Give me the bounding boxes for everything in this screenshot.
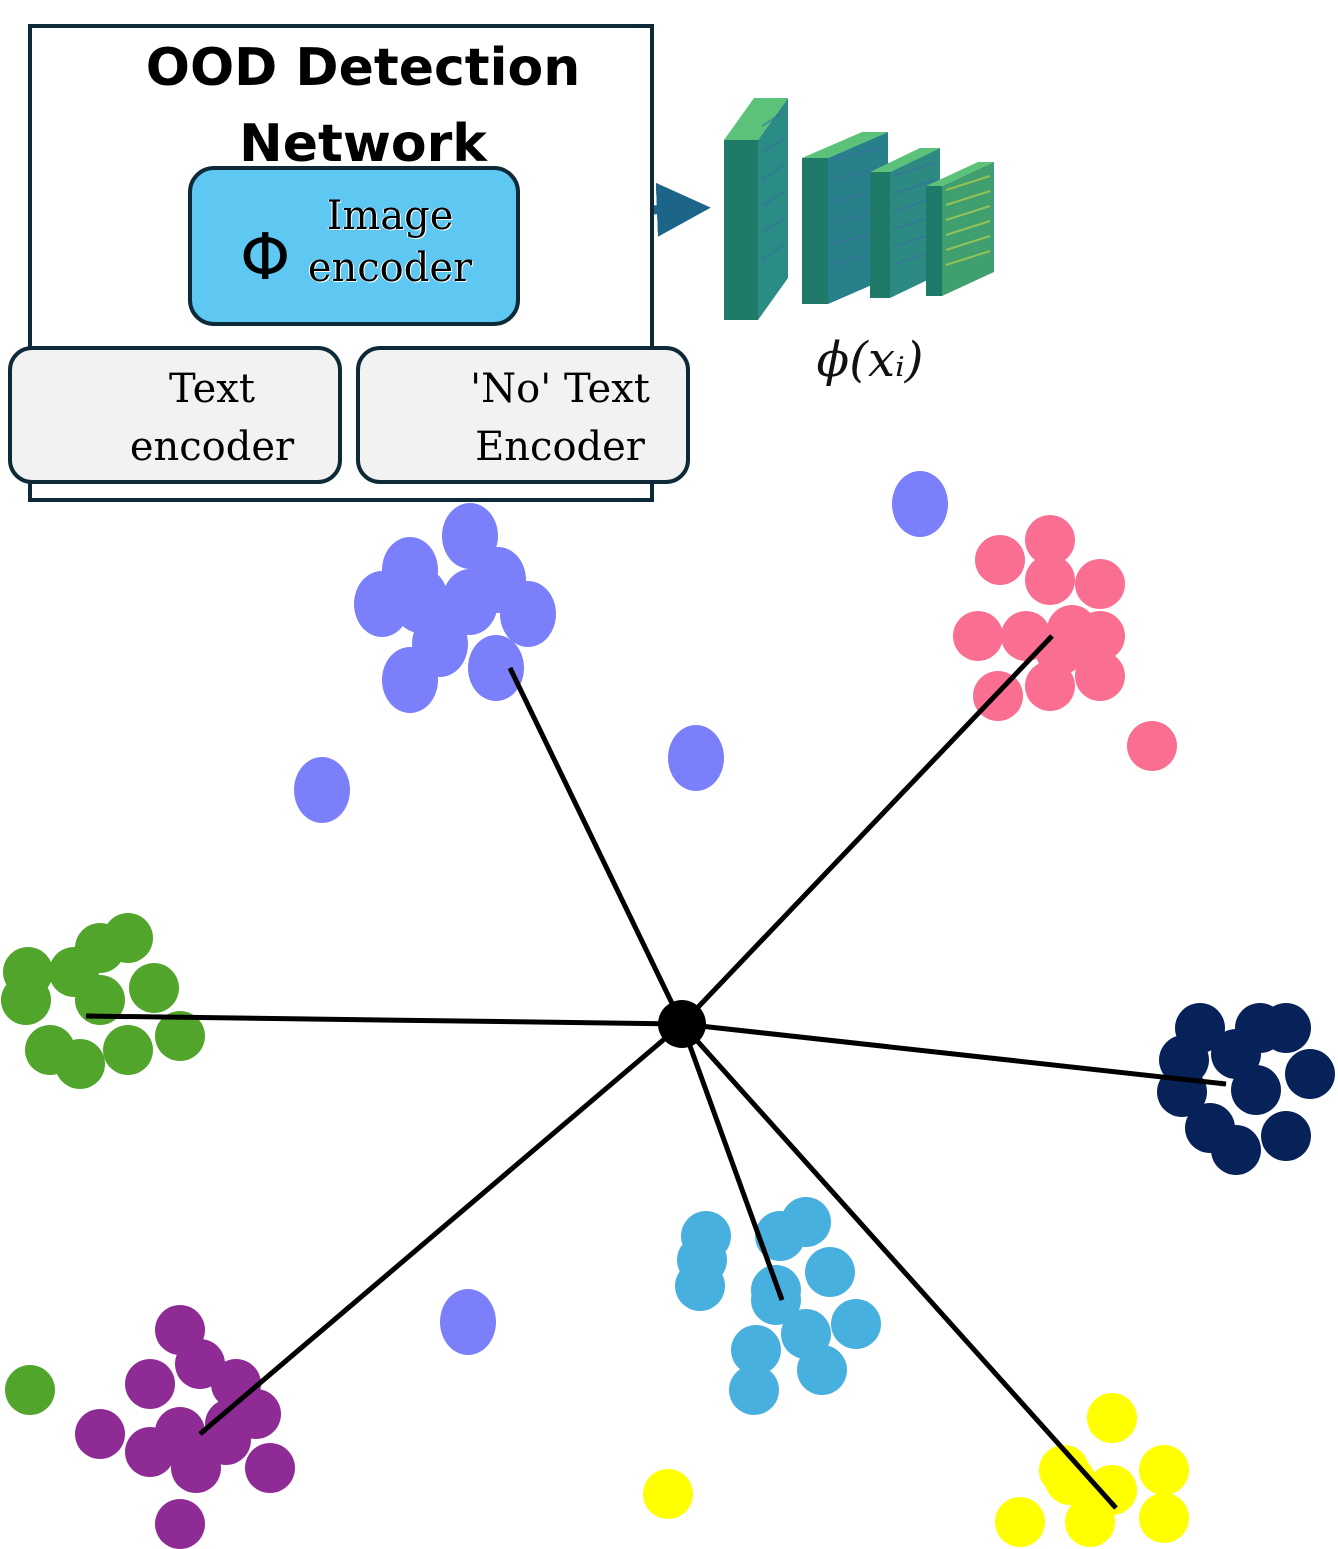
cluster-point [1087,1393,1137,1443]
cluster-point [1285,1049,1335,1099]
cluster-point [1075,559,1125,609]
cluster-point [125,1359,175,1409]
cluster-point [155,1499,205,1549]
feature-maps-stack [724,98,994,320]
image-encoder-symbol: Φ [240,221,291,295]
cluster-point [1211,1125,1261,1175]
cluster-point [75,1409,125,1459]
outlier-point [668,725,724,791]
cluster-point [1139,1493,1189,1543]
cluster-point [751,1275,801,1325]
cluster-point [1035,625,1085,675]
cluster-point [1075,611,1125,661]
cluster-point [675,1261,725,1311]
origin-point [658,1000,706,1048]
cluster-point [1045,1455,1095,1505]
arrow-to-navy [681,1021,1227,1087]
feature-label: ϕ(xᵢ) [816,332,924,388]
image-encoder-box [188,166,520,326]
outlier-point [440,1289,496,1355]
outlier-point [643,1469,693,1519]
arrow-to-green [85,1013,683,1027]
cluster-point [382,647,438,713]
outlier-point [294,757,350,823]
cluster-point [995,1497,1045,1547]
feature-map-slab [724,98,788,320]
arrow-to-purple [198,1022,684,1436]
arrow-to-sky-blue [679,1023,785,1301]
cluster-point [500,581,556,647]
cluster-point [129,963,179,1013]
cluster-point [103,1025,153,1075]
cluster-point [805,1247,855,1297]
outlier-point [5,1365,55,1415]
cluster-point [1075,651,1125,701]
cluster-point [1261,1111,1311,1161]
text-encoder-box [8,346,342,484]
cluster-point [245,1443,295,1493]
cluster-point [55,1039,105,1089]
cluster-yellow [995,1393,1189,1547]
arrow-to-pink [680,634,1054,1026]
cluster-purple [75,1305,295,1549]
cluster-point [1087,1465,1137,1515]
cluster-point [1025,515,1075,565]
cluster-pink [953,515,1125,721]
cluster-point [442,569,498,635]
cluster-periwinkle [354,503,556,713]
text-encoder-label: Text encoder [129,366,295,470]
cluster-point [205,1399,255,1449]
cluster-point [781,1197,831,1247]
cluster-point [125,1427,175,1477]
cluster-point [731,1325,781,1375]
image-encoder-label: Image encoder [307,193,473,291]
no-text-encoder-box [356,346,690,484]
cluster-green [1,913,205,1089]
cluster-point [468,635,524,701]
cluster-point [1,975,51,1025]
network-title: OOD Detection Network [145,38,581,174]
outlier-point [1127,721,1177,771]
cluster-point [831,1299,881,1349]
cluster-points [1,471,1335,1549]
cluster-point [1025,555,1075,605]
cluster-sky-blue [675,1197,881,1415]
cluster-point [171,1443,221,1493]
cluster-point [729,1365,779,1415]
outlier-point [892,471,948,537]
cluster-point [953,611,1003,661]
cluster-point [975,535,1025,585]
cluster-point [1231,1065,1281,1115]
arrow-to-yellow [680,1022,1118,1510]
no-text-encoder-label: 'No' Text Encoder [470,366,650,470]
cluster-point [1139,1445,1189,1495]
cluster-point [392,567,448,633]
cluster-point [75,975,125,1025]
feature-map-slab [926,162,994,296]
cluster-point [155,1011,205,1061]
arrow-to-periwinkle [507,666,685,1026]
cluster-point [1261,1003,1311,1053]
cluster-navy [1157,1003,1335,1175]
cluster-point [797,1345,847,1395]
prototype-arrows [85,634,1227,1510]
